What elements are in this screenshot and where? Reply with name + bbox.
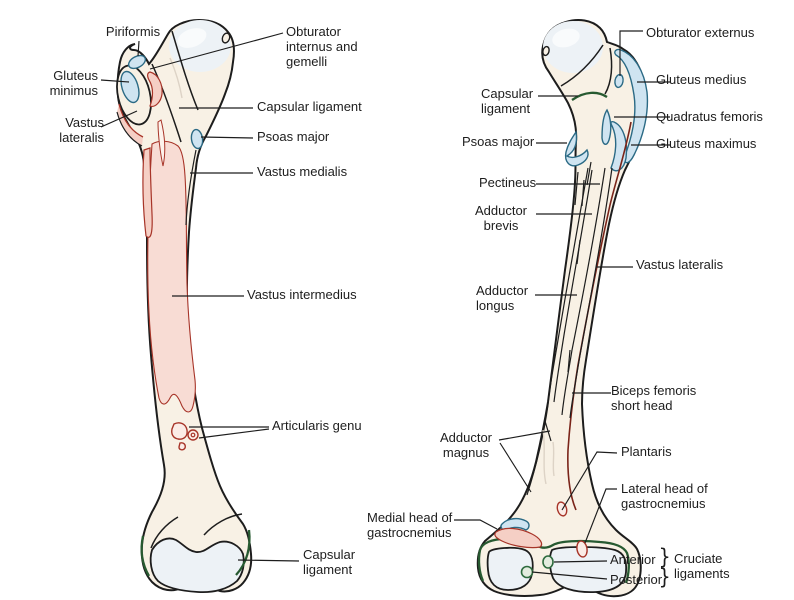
femoral-head-surface	[169, 20, 231, 72]
lateral-condyle-surface	[548, 546, 628, 593]
lateral-condyle-line	[203, 513, 243, 536]
leader-anterior-cruciate	[553, 560, 608, 563]
leader-plantaris	[561, 451, 618, 511]
neck-shading	[169, 57, 183, 99]
leader-lines	[100, 30, 670, 580]
label-vastus-lateralis: Vastus lateralis	[59, 115, 104, 145]
label-vastus-medialis: Vastus medialis	[257, 164, 348, 179]
label-articularis-genu: Articularis genu	[272, 418, 362, 433]
psoas-major-attachment	[564, 130, 589, 167]
leader-lateral-gastrocnemius	[584, 488, 617, 544]
label-posterior: Posterior	[610, 572, 663, 587]
gluteus-minimus-attachment	[120, 70, 140, 104]
linea-sliver	[157, 119, 166, 167]
linea-aspera-line-3	[561, 167, 606, 416]
femoral-head-surface	[543, 21, 603, 73]
cruciate-brace-top: }	[658, 545, 671, 569]
leader-medial-gastrocnemius	[454, 519, 498, 530]
leader-vastus-lateralis	[100, 110, 138, 128]
vastus-intermedius-attachment	[147, 140, 196, 413]
piriformis-attachment	[127, 54, 147, 70]
label-obturator-externus: Obturator externus	[646, 25, 755, 40]
label-quadratus-femoris: Quadratus femoris	[656, 109, 763, 124]
label-vastus-lateralis-right: Vastus lateralis	[636, 257, 724, 272]
articularis-genu-spot-2	[187, 429, 199, 441]
capsular-ligament-crest	[571, 91, 608, 101]
linea-aspera-line-2	[553, 169, 593, 403]
articularis-genu-spot-3	[178, 442, 186, 451]
distal-shading	[542, 429, 555, 485]
medial-supracondylar-line	[526, 167, 589, 496]
articularis-genu-spot-2-core	[190, 432, 196, 438]
label-plantaris: Plantaris	[621, 444, 672, 459]
label-biceps-femoris: Biceps femoris short head	[611, 383, 697, 413]
label-capsular-ligament-lower: Capsular ligament	[303, 547, 356, 577]
label-psoas-major-right: Psoas major	[462, 134, 535, 149]
anterior-femur-illustration	[116, 18, 253, 594]
leader-adductor-magnus	[498, 430, 551, 493]
leader-piriformis	[137, 40, 140, 57]
trochanteric-fossa-line	[604, 47, 613, 95]
anterior-cruciate-attachment	[542, 555, 554, 569]
label-gluteus-medius: Gluteus medius	[656, 72, 747, 87]
label-adductor-brevis: Adductor brevis	[474, 203, 528, 233]
fovea-notch	[221, 32, 231, 44]
label-gluteus-maximus: Gluteus maximus	[656, 136, 757, 151]
leader-gluteus-minimus	[100, 79, 130, 83]
label-anterior: Anterior	[610, 552, 656, 567]
posterior-cruciate-attachment	[520, 565, 534, 579]
medial-condyle-surface	[486, 546, 534, 591]
articularis-genu-spot-1	[171, 422, 188, 440]
patellar-surface	[149, 537, 245, 594]
leader-psoas-left	[200, 136, 254, 139]
label-cruciate-ligaments: Cruciate ligaments	[674, 551, 730, 581]
vastus-lateralis-attachment	[147, 71, 163, 107]
label-lateral-gastrocnemius: Lateral head of gastrocnemius	[621, 481, 708, 511]
label-adductor-longus: Adductor longus	[476, 283, 529, 313]
label-obturator-internus: Obturator internus and gemelli	[286, 24, 358, 69]
label-piriformis: Piriformis	[105, 24, 161, 39]
leader-capsular-lower	[237, 559, 300, 562]
label-gluteus-minimus: Gluteus minimus	[49, 68, 98, 98]
label-capsular-ligament-upper: Capsular ligament	[257, 99, 362, 114]
medial-gastrocnemius-attachment	[494, 527, 543, 549]
vastus-lateralis-strip	[142, 147, 153, 238]
linea-aspera-line-4	[569, 167, 613, 419]
lateral-gastrocnemius-attachment	[576, 540, 588, 558]
capsular-ligament-distal-left	[477, 549, 485, 582]
fovea-notch	[542, 45, 550, 57]
label-medial-gastrocnemius: Medial head of gastrocnemius	[367, 510, 453, 540]
capsular-ligament-line-left	[140, 535, 150, 577]
cruciate-brace-bottom: }	[658, 565, 671, 589]
trochanter-band	[117, 104, 143, 146]
psoas-major-attachment	[190, 128, 204, 150]
label-psoas-major-left: Psoas major	[257, 129, 330, 144]
leader-obturator-internus	[149, 32, 284, 70]
capsular-ligament-line-right	[235, 529, 251, 576]
label-capsular-ligament-right: Capsular ligament	[481, 86, 534, 116]
spiral-line	[185, 149, 197, 226]
medial-condyle-line	[150, 516, 179, 549]
label-adductor-magnus: Adductor magnus	[439, 430, 493, 460]
leader-obturator-externus	[619, 30, 643, 76]
posterior-femur-illustration	[476, 19, 649, 598]
trochanter-band-edge	[118, 103, 144, 138]
leader-posterior-cruciate	[531, 571, 608, 580]
intertrochanteric-line	[151, 63, 182, 143]
head-highlight	[552, 28, 580, 48]
head-highlight	[177, 28, 207, 48]
head-neck-line	[560, 44, 604, 87]
leader-articularis-genu	[189, 426, 270, 439]
label-vastus-intermedius: Vastus intermedius	[247, 287, 357, 302]
trochanter-band-edge2	[116, 111, 143, 147]
head-neck-line	[171, 30, 199, 111]
label-pectineus: Pectineus	[479, 175, 537, 190]
